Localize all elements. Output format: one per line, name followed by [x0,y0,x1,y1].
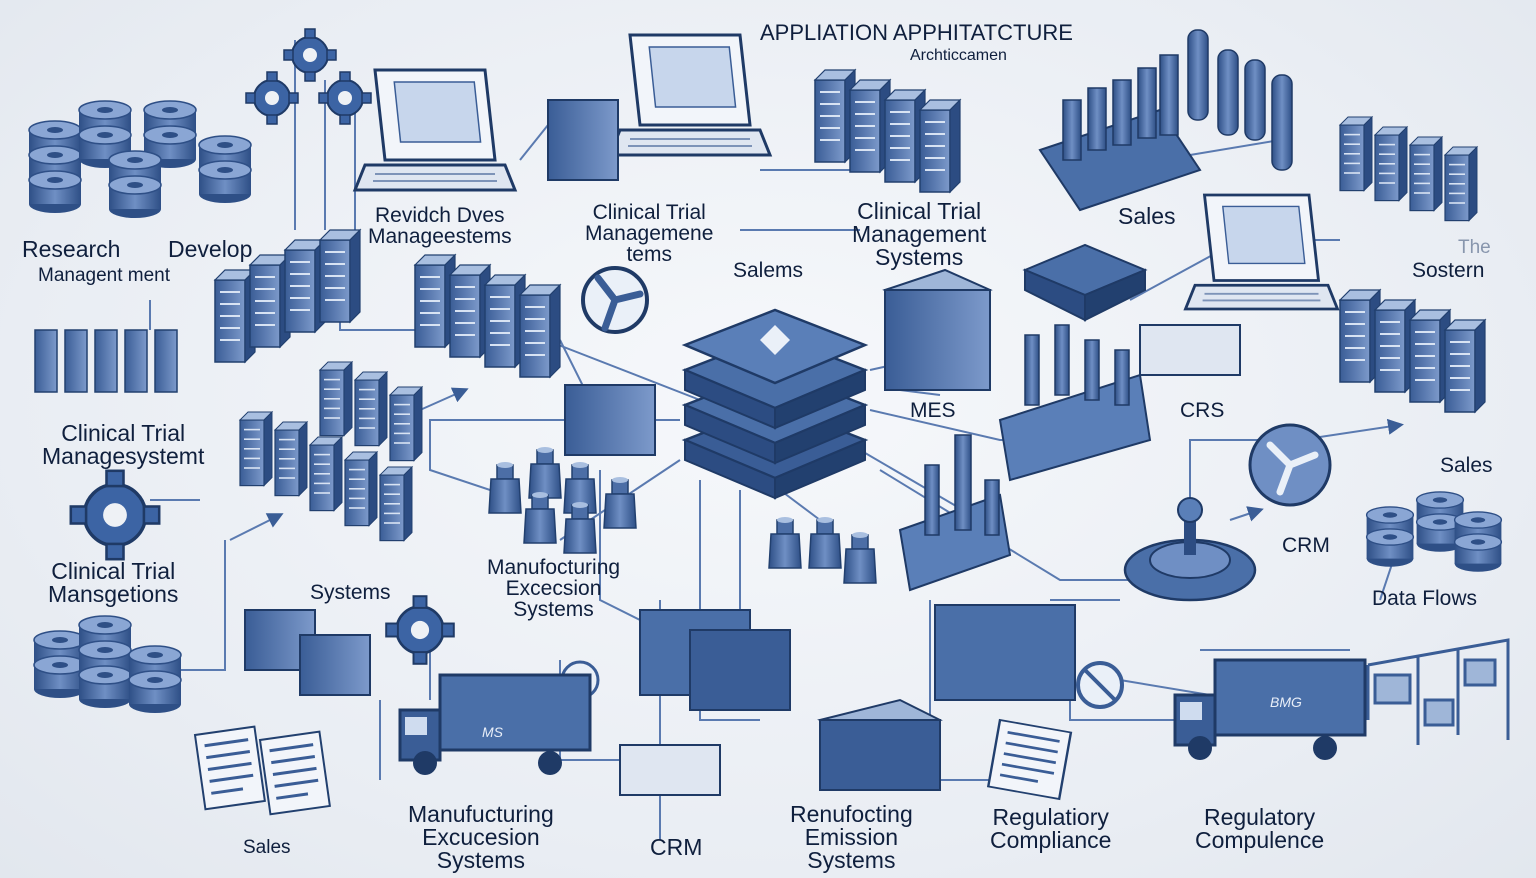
central-hub-stack [681,308,869,500]
truck-label-right: BMG [1270,694,1302,710]
label-crm-bottom: CRM [650,834,703,860]
label-data-flows: Data Flows [1372,587,1478,610]
label-sostern: Sostern [1412,259,1485,282]
database-cluster-bottom-left [33,615,182,714]
diagram-title: APPLIATION APPHITATCTURE [760,20,1073,45]
gear-icon [384,594,456,666]
label-develop: Develop [168,236,253,262]
data-flow-frame [1366,638,1510,745]
crm-platform-icon [1123,497,1257,602]
label-salems: Salems [733,259,804,282]
laptop-icon [608,33,772,157]
label-sales-top: Sales [1118,203,1176,229]
compliance-icon [1076,661,1124,709]
label-sales-bottom: Sales [243,837,291,858]
fan-icon [560,266,1332,700]
gear-icon [69,469,161,561]
gear-icon [245,28,372,125]
server-bank-left [34,329,178,393]
label-sales-right: Sales [1440,454,1493,477]
database-cluster-right [1365,491,1503,573]
label-the: The [1458,237,1491,258]
label-research: Research [22,236,121,262]
label-crs: CRS [1180,399,1225,422]
laptop-icon [353,68,517,192]
label-research-sub: Managent ment [38,265,171,286]
label-mes: MES [910,399,956,422]
test-tube-rack [1038,29,1293,212]
factory-icon [898,324,1152,592]
hardware-box-icon [244,99,1241,796]
label-systems: Systems [310,581,391,604]
truck-icon [1173,658,1367,762]
label-crm-right: CRM [1282,534,1330,557]
database-cluster-top-left [28,100,252,219]
laptop-icon [1184,193,1339,311]
truck-label-left: MS [482,724,503,740]
diagram-subtitle: Archticcamen [910,47,1007,64]
